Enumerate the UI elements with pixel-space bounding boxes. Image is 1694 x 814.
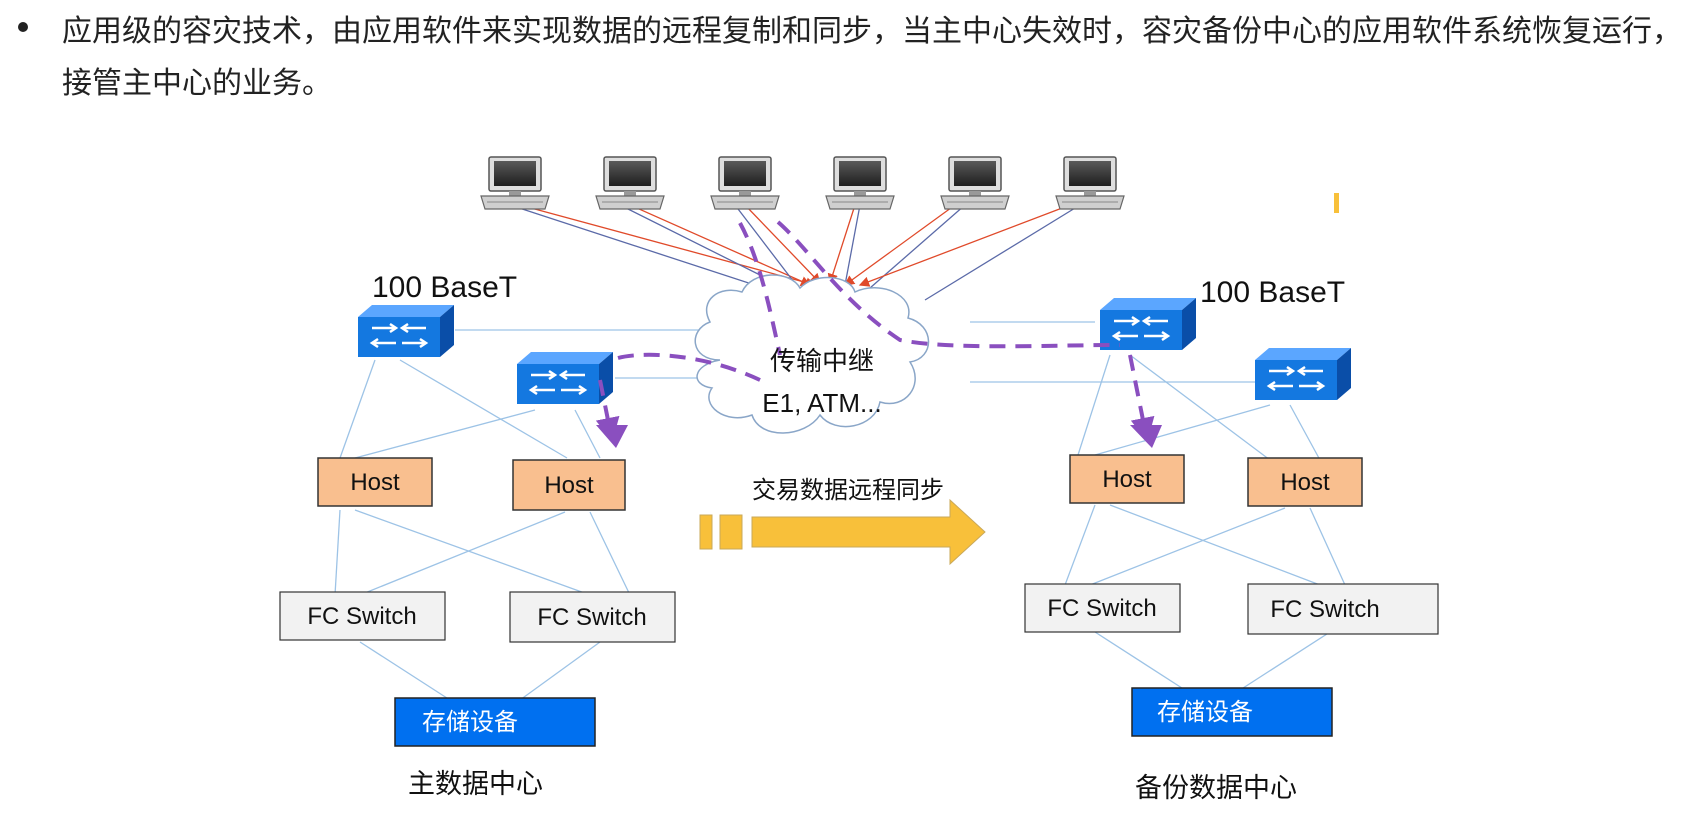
sync-label: 交易数据远程同步 [752, 476, 944, 504]
bullet-icon [18, 22, 28, 32]
storage-label: 存储设备 [1157, 698, 1253, 726]
data-flow-path [595, 220, 1155, 442]
host-box [1247, 457, 1363, 507]
backup-storage [1131, 687, 1333, 737]
backup-center-label: 备份数据中心 [1135, 773, 1297, 804]
fc-switch-label: FC Switch [1047, 595, 1156, 622]
computer-icon [1055, 156, 1125, 210]
computer-icon [595, 156, 665, 210]
network-links [334, 321, 1346, 701]
transport-cloud-icon [694, 274, 930, 434]
primary-hosts: Host Host [317, 457, 626, 511]
host-label: Host [1280, 469, 1330, 496]
right-network-label: 100 BaseT [1200, 276, 1345, 309]
left-network-label: 100 BaseT [372, 271, 517, 304]
fc-switch-label: FC Switch [1270, 596, 1379, 623]
host-box [317, 457, 433, 507]
network-switch-icon [515, 350, 615, 406]
primary-fc-switches: FC Switch FC Switch [279, 591, 676, 643]
client-computers [480, 156, 1125, 210]
backup-fc-switches: FC Switch FC Switch [1024, 583, 1439, 635]
arrow-head-icon [596, 425, 628, 448]
arrow-head-icon [1130, 425, 1162, 448]
host-label: Host [544, 472, 594, 499]
cloud-label-line2: E1, ATM... [762, 388, 881, 418]
host-box [1069, 454, 1185, 504]
computer-icon [940, 156, 1010, 210]
host-box [512, 459, 626, 511]
fc-switch-label: FC Switch [537, 604, 646, 631]
computer-icon [710, 156, 780, 210]
host-label: Host [1102, 466, 1152, 493]
sync-arrow-icon [699, 498, 986, 566]
fc-switch-label: FC Switch [307, 603, 416, 630]
client-links [509, 204, 1081, 301]
cloud-label-line1: 传输中继 [770, 347, 874, 377]
network-switch-icon [356, 303, 456, 359]
host-label: Host [350, 469, 400, 496]
computer-icon [480, 156, 550, 210]
primary-center-label: 主数据中心 [408, 769, 543, 800]
primary-storage [394, 697, 596, 747]
intro-text: 应用级的容灾技术，由应用软件来实现数据的远程复制和同步，当主中心失效时，容灾备份… [62, 14, 1682, 101]
network-switch-icon [1098, 296, 1198, 352]
network-switch-icon [1253, 346, 1353, 402]
storage-label: 存储设备 [422, 708, 518, 736]
computer-icon [825, 156, 895, 210]
backup-hosts: Host Host [1069, 454, 1363, 507]
cursor-mark-icon [1334, 193, 1339, 213]
